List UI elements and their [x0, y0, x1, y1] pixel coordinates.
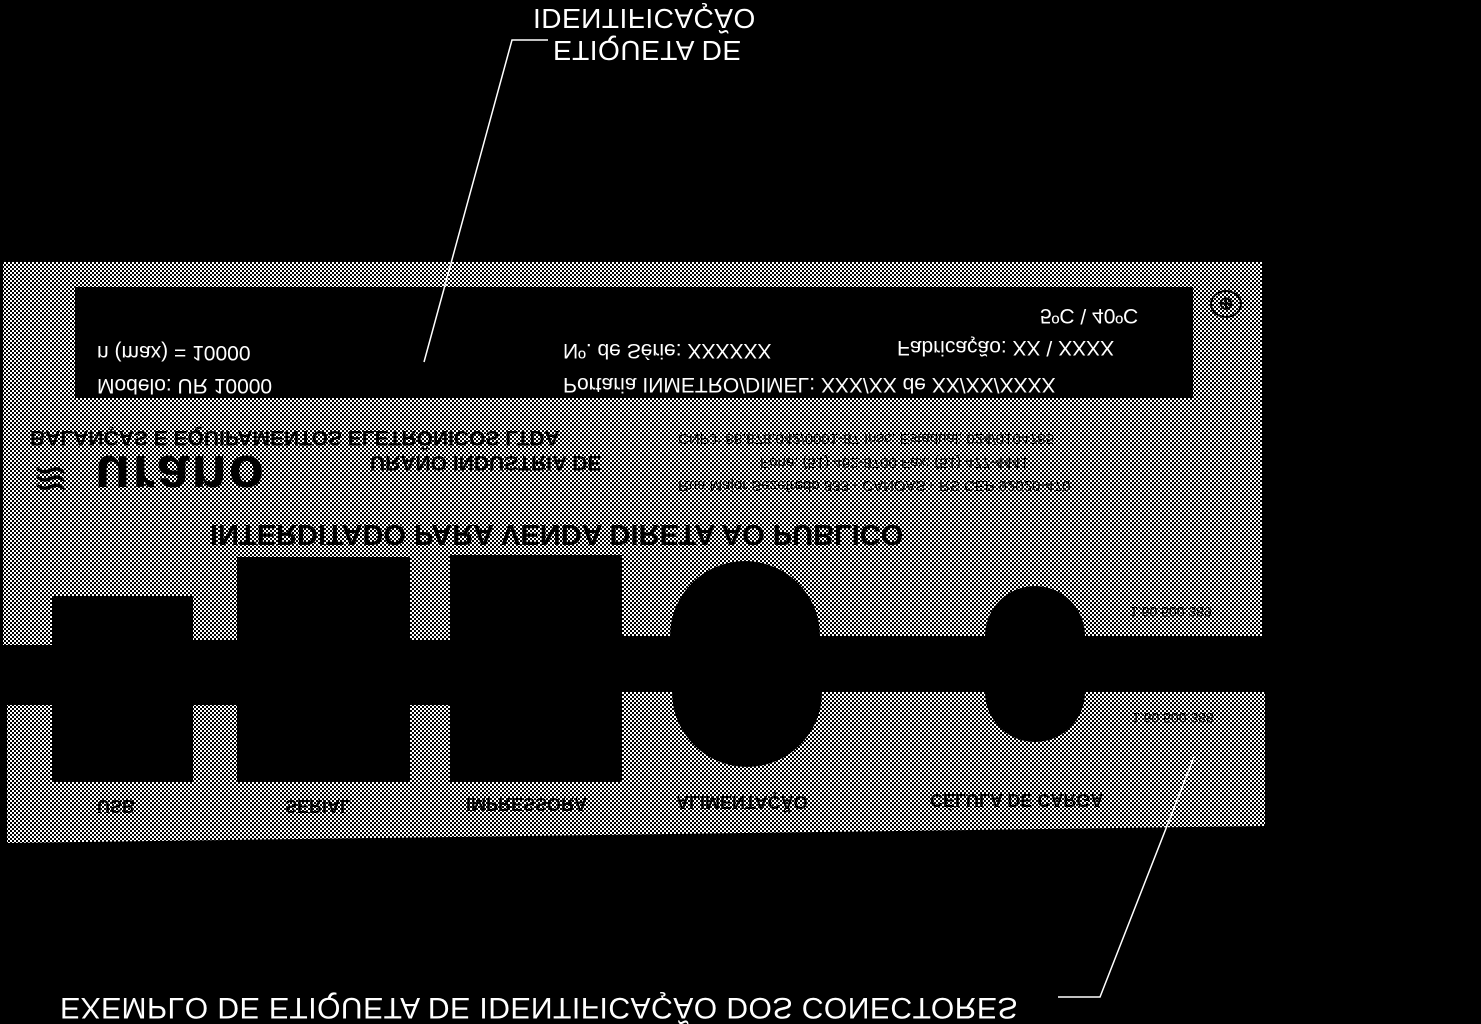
callout-etiqueta: ETIQUETA DE	[553, 35, 742, 66]
inmetro-seal-icon: ⊕	[1210, 290, 1242, 318]
brand-logo: urano	[95, 443, 267, 508]
part-number-top: 1.60.500.389	[1130, 604, 1212, 620]
company-line-2: URANO INDUSTRIA DE	[370, 451, 602, 474]
portaria: Portaria INMETRO/DIMEL: XXX/XX de XX/XX/…	[563, 373, 1056, 396]
id-data-box	[75, 287, 1193, 398]
port-label-celula: CÉLULA DE CARGA	[930, 790, 1104, 810]
port-label-alimentacao: ALIMENTAÇÃO	[676, 792, 808, 812]
model: Modelo: UR 10000	[97, 374, 273, 397]
connector-plate	[7, 692, 1265, 843]
warning-text: INTERDITADO PARA VENDA DIRETA AO PUBLICO	[210, 518, 904, 550]
identification-plate	[3, 262, 1262, 645]
brand-swoosh-icon: ≋	[32, 454, 69, 503]
id-label-leader-line	[423, 39, 548, 363]
part-number-bottom: 1.60.500.388	[1132, 710, 1214, 726]
address: Rua Major Sezefredo 833 - CANOAS - RS CE…	[678, 477, 1071, 494]
fabrication-date: Fabricação: XX \ XXXX	[897, 336, 1115, 359]
cnpj: CNPJ: 88.878.042/0001-87 Insc. Estadual:…	[678, 430, 1055, 447]
connector-label-leader-line	[1058, 756, 1195, 998]
phone-fax: Fone: (51) 462-8700 Fax: (51) 477-4441	[760, 454, 1029, 471]
n-max: n (max) = 10000	[97, 341, 251, 364]
callout-identificacao: IDENTIFICAÇÃO	[533, 3, 756, 34]
callout-connector-example: EXEMPLO DE ETIQUETA DE IDENTIFICAÇÃO DOS…	[60, 991, 1018, 1024]
port-label-impressora: IMPRESSORA	[466, 794, 588, 814]
serial-number: Nº. de Série: XXXXXX	[563, 339, 772, 362]
port-label-usb: USB	[97, 796, 136, 816]
temperature-range: 5ºC \ 40ºC	[1040, 304, 1139, 327]
port-label-serial: SERIAL	[285, 796, 352, 816]
